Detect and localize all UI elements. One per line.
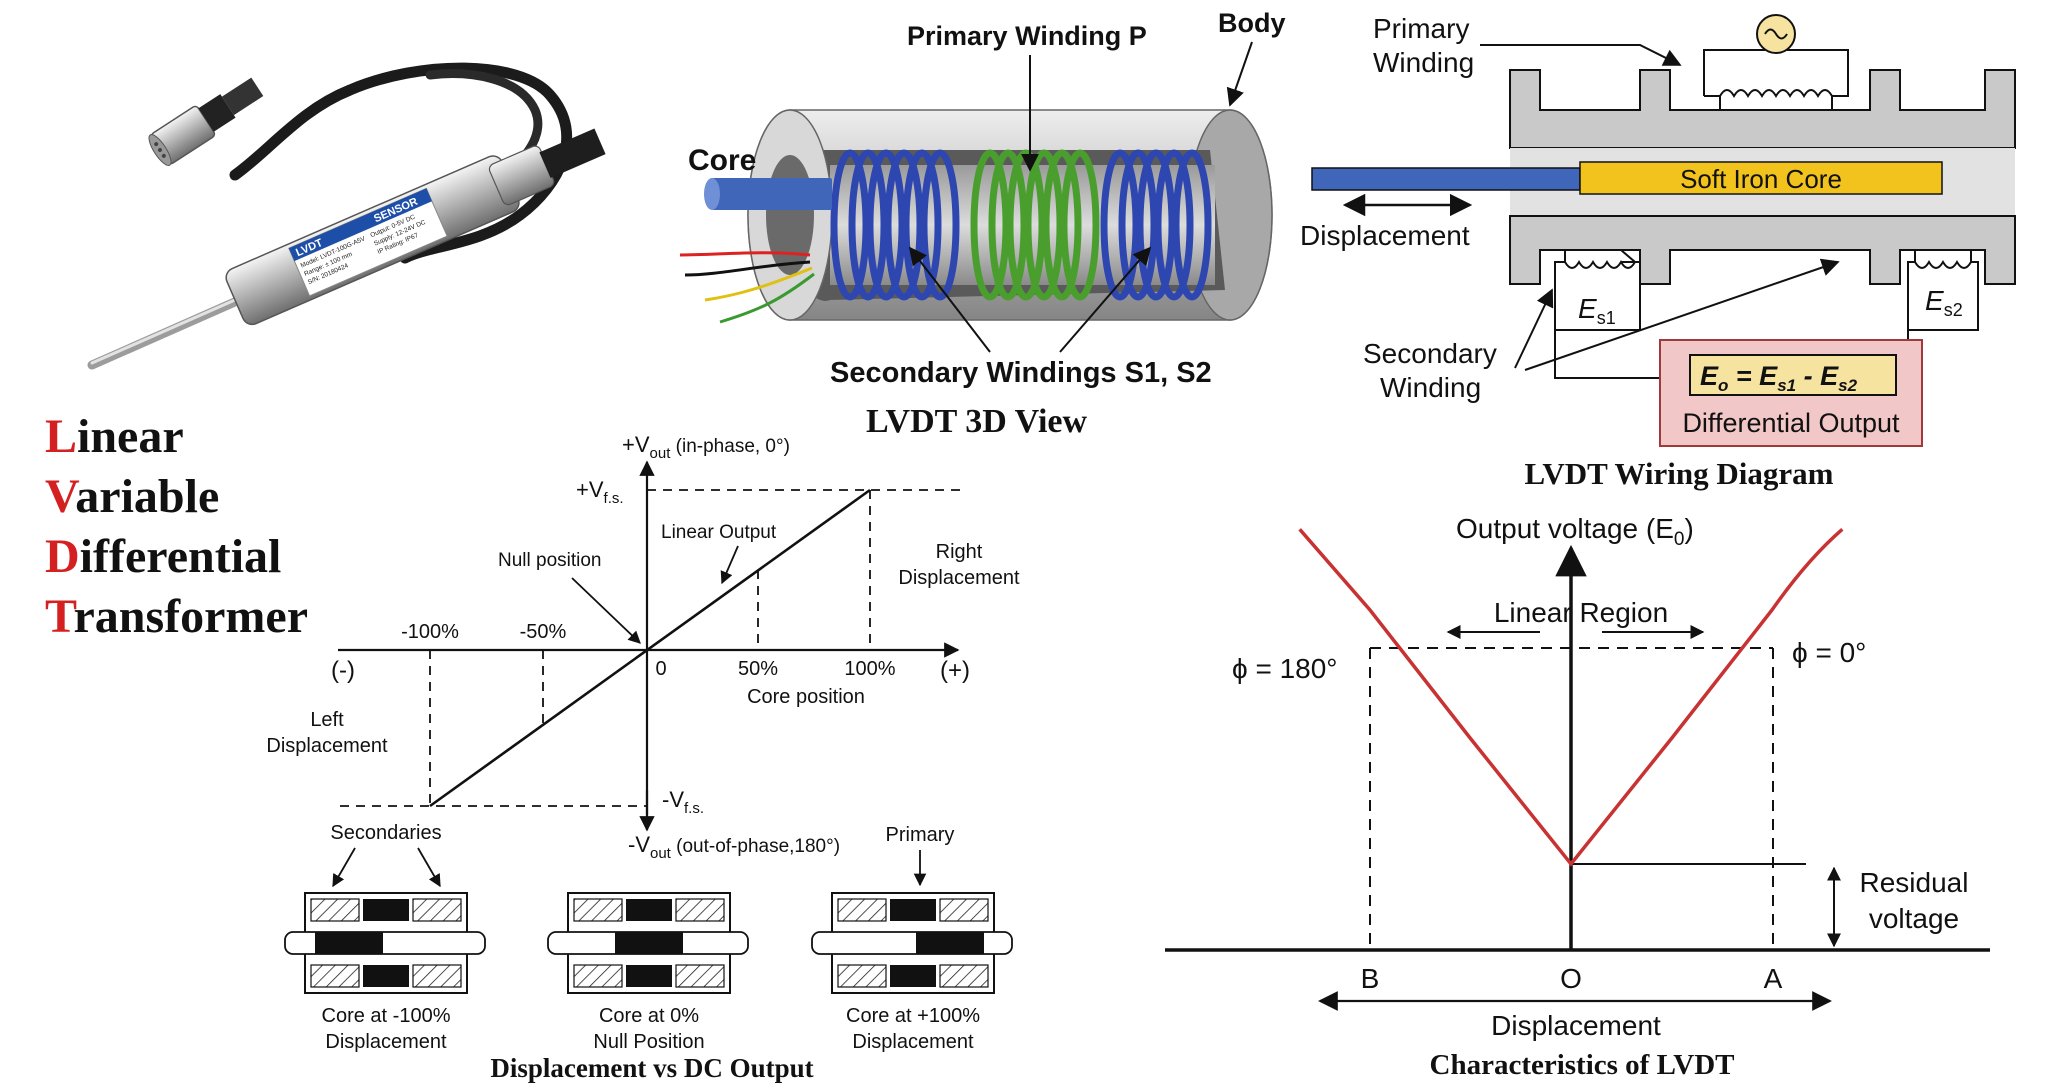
char-displacement-label: Displacement bbox=[1491, 1010, 1661, 1041]
char-phi-0: ϕ = 0° bbox=[1792, 637, 1866, 668]
dc-right-label-1: Right bbox=[936, 541, 983, 563]
sensor-connector bbox=[148, 77, 264, 166]
dc-vfs-neg-label: -Vf.s. bbox=[662, 787, 704, 817]
dc-pos-a-line-1: Core at -100% bbox=[322, 1005, 451, 1027]
dc-secondaries-label: Secondaries bbox=[330, 822, 441, 844]
acronym-line-2: Variable bbox=[45, 470, 219, 523]
characteristics-chart: Output voltage (E0) Residual voltage Lin… bbox=[1165, 513, 1990, 1081]
wiring-title: LVDT Wiring Diagram bbox=[1525, 456, 1834, 491]
wiring-primary-coil bbox=[1703, 49, 1849, 110]
char-tick-b: B bbox=[1361, 963, 1380, 994]
wiring-core-label: Soft Iron Core bbox=[1680, 164, 1842, 194]
wiring-secondary-leader-1 bbox=[1514, 288, 1554, 369]
dc-output-chart: -100% -50% 0 50% 100% (-) (+) Core posit… bbox=[266, 432, 1020, 1083]
dc-tick-m100: -100% bbox=[401, 621, 459, 643]
wiring-core-rod bbox=[1311, 167, 1581, 191]
wiring-diff-output-label: Differential Output bbox=[1682, 408, 1900, 438]
char-y-label: Output voltage (E0) bbox=[1456, 513, 1694, 550]
char-tick-a: A bbox=[1764, 963, 1783, 994]
3d-label-primary: Primary Winding P bbox=[907, 21, 1147, 51]
wiring-es2-label: Es2 bbox=[1925, 285, 1963, 320]
dc-pos-c-line-2: Displacement bbox=[852, 1031, 974, 1053]
char-chart-title: Characteristics of LVDT bbox=[1430, 1049, 1735, 1081]
3d-label-body: Body bbox=[1218, 8, 1286, 38]
3d-primary-coil bbox=[970, 149, 1100, 301]
wiring-secondary-label-1: Secondary bbox=[1363, 338, 1497, 369]
dc-vout-pos-label: +Vout (in-phase, 0°) bbox=[622, 432, 790, 462]
dc-secondaries-arrow-right bbox=[417, 847, 441, 888]
lvdt-sensor-illustration: LVDT SENSOR Model: LVDT-100G-A5V Range: … bbox=[87, 62, 606, 370]
sensor-rod bbox=[87, 285, 267, 370]
dc-plus-label: (+) bbox=[940, 657, 970, 684]
dc-pos-b-line-1: Core at 0% bbox=[599, 1005, 699, 1027]
wiring-equation-box bbox=[1689, 354, 1897, 396]
wiring-secondary-leader-2 bbox=[1524, 258, 1840, 371]
dc-pos-b-line-2: Null Position bbox=[593, 1031, 704, 1053]
position-illustration-zero bbox=[547, 892, 749, 994]
char-residual-label-2: voltage bbox=[1869, 903, 1959, 934]
acronym-line-1: Linear bbox=[45, 410, 184, 463]
dc-vout-neg-label: -Vout (out-of-phase,180°) bbox=[628, 832, 840, 862]
lvdt-wiring-diagram: Soft Iron Core Primary Winding Displacem… bbox=[1300, 13, 2016, 491]
3d-secondary-coil-s2 bbox=[1100, 149, 1212, 301]
dc-vfs-pos-label: +Vf.s. bbox=[576, 477, 624, 507]
3d-core-rod bbox=[712, 178, 832, 210]
dc-tick-m50: -50% bbox=[520, 621, 567, 643]
dc-tick-100: 100% bbox=[844, 658, 895, 680]
dc-tick-0: 0 bbox=[655, 658, 666, 680]
dc-primary-label: Primary bbox=[886, 824, 955, 846]
dc-secondaries-arrow-left bbox=[332, 847, 356, 888]
3d-leader-body bbox=[1226, 41, 1253, 107]
dc-linear-output-label: Linear Output bbox=[661, 522, 777, 543]
wiring-secondary-coil-1 bbox=[1554, 249, 1641, 331]
dc-minus-label: (-) bbox=[331, 657, 355, 684]
3d-label-secondary: Secondary Windings S1, S2 bbox=[830, 357, 1212, 389]
dc-linear-output-arrow bbox=[720, 545, 739, 585]
wiring-es1-label: Es1 bbox=[1578, 293, 1616, 328]
acronym-block: Linear Variable Differential Transformer bbox=[45, 410, 308, 643]
sensor-cable bbox=[229, 62, 573, 264]
wiring-secondary-coil-2 bbox=[1907, 250, 1979, 331]
position-illustration-minus-100 bbox=[284, 892, 486, 994]
char-output-curve bbox=[1298, 527, 1844, 867]
char-tick-o: O bbox=[1560, 963, 1582, 994]
wiring-secondary-label-2: Winding bbox=[1380, 372, 1481, 403]
wiring-primary-label-1: Primary bbox=[1373, 13, 1469, 44]
char-reference-lines bbox=[1369, 647, 1774, 950]
char-phi-180: ϕ = 180° bbox=[1232, 653, 1338, 684]
wiring-housing-bottom bbox=[1509, 215, 2016, 285]
acronym-line-3: Differential bbox=[45, 530, 281, 583]
dc-pos-c-line-1: Core at +100% bbox=[846, 1005, 980, 1027]
3d-lead-wires bbox=[679, 251, 815, 324]
lvdt-3d-view: Primary Winding P Body Core Secondary Wi… bbox=[679, 8, 1286, 440]
3d-secondary-coil-s1 bbox=[830, 149, 960, 301]
acronym-line-4: Transformer bbox=[45, 590, 308, 643]
dc-right-label-2: Displacement bbox=[898, 567, 1020, 589]
dc-x-label: Core position bbox=[747, 686, 865, 708]
dc-linear-output-series bbox=[429, 488, 871, 808]
3d-label-core: Core bbox=[688, 144, 756, 177]
wiring-housing bbox=[1509, 69, 2016, 149]
dc-chart-title: Displacement vs DC Output bbox=[490, 1053, 813, 1083]
dc-reference-lines bbox=[340, 489, 960, 807]
3d-leader-s2 bbox=[1059, 246, 1152, 353]
sensor-body: LVDT SENSOR Model: LVDT-100G-A5V Range: … bbox=[225, 128, 606, 326]
dc-null-position-arrow bbox=[571, 577, 641, 644]
dc-null-position-label: Null position bbox=[498, 550, 602, 571]
dc-tick-50: 50% bbox=[738, 658, 778, 680]
3d-leader-s1 bbox=[908, 246, 991, 353]
char-residual-label-1: Residual bbox=[1860, 867, 1969, 898]
wiring-soft-iron-core bbox=[1579, 161, 1943, 195]
dc-pos-a-line-2: Displacement bbox=[325, 1031, 447, 1053]
dc-left-label-2: Displacement bbox=[266, 735, 388, 757]
wiring-equation: Eo = Es1 - Es2 bbox=[1700, 361, 1858, 395]
dc-left-label-1: Left bbox=[310, 709, 344, 731]
3d-view-title: LVDT 3D View bbox=[866, 403, 1087, 440]
wiring-primary-leader bbox=[1480, 44, 1682, 66]
wiring-displacement-label: Displacement bbox=[1300, 220, 1470, 251]
wiring-primary-label-2: Winding bbox=[1373, 47, 1474, 78]
position-illustration-plus-100 bbox=[811, 892, 1013, 994]
char-linear-region-label: Linear Region bbox=[1494, 597, 1668, 628]
